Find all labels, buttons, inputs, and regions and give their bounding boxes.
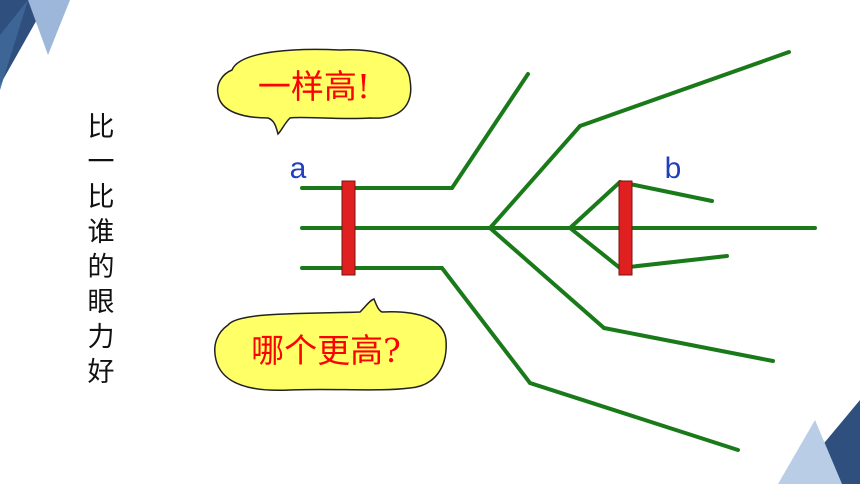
speech-bubble-bottom-shape bbox=[214, 298, 447, 392]
corner-decoration-bottom-right bbox=[778, 400, 860, 484]
label-a: a bbox=[290, 152, 307, 185]
speech-bubble-bottom-text: 哪个更高? bbox=[251, 331, 401, 370]
line-inner-up bbox=[568, 179, 714, 230]
green-lines bbox=[300, 50, 817, 452]
label-b: b bbox=[665, 152, 682, 185]
bar-a bbox=[341, 180, 356, 276]
speech-bubble-bottom: 哪个更高? bbox=[214, 298, 447, 392]
line-inner-down bbox=[568, 226, 729, 271]
corner-decoration-top-left bbox=[0, 0, 70, 90]
line-fork-down-far bbox=[602, 326, 775, 363]
line-fork-up bbox=[488, 124, 582, 230]
side-title: 比一比谁的眼力好 bbox=[87, 112, 115, 388]
line-lower-left bbox=[300, 266, 740, 452]
line-fork-up-far bbox=[578, 50, 791, 128]
speech-bubble-top: 一样高! bbox=[216, 48, 412, 136]
bar-b bbox=[618, 180, 633, 276]
speech-bubble-top-text: 一样高! bbox=[258, 67, 370, 106]
speech-bubble-top-shape bbox=[216, 48, 412, 136]
line-fork-down bbox=[488, 226, 606, 330]
